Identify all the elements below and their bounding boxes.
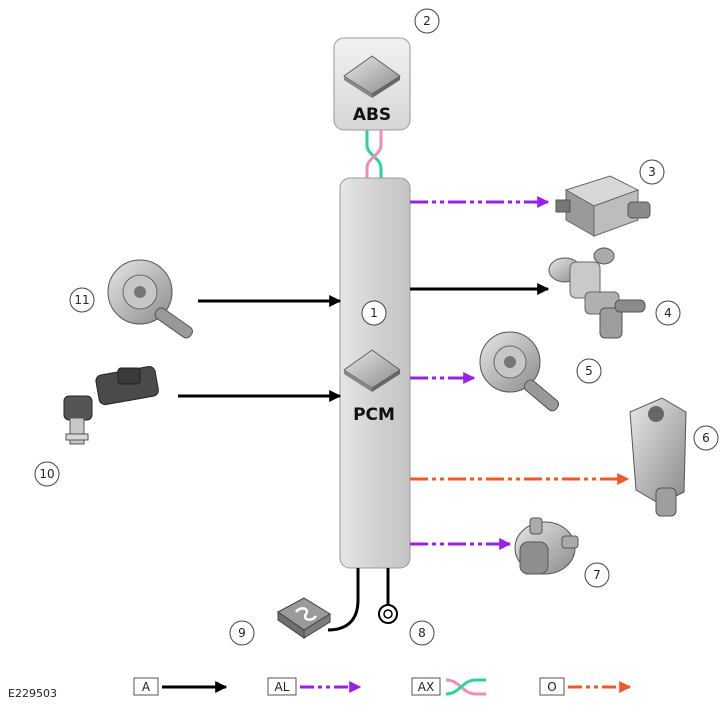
vacuum-pump-icon <box>107 259 193 339</box>
callout-8: 8 <box>409 620 435 646</box>
pcm-label: PCM <box>353 405 395 425</box>
callout-number: 10 <box>39 467 54 481</box>
callout-3: 3 <box>639 159 665 185</box>
vacuum-pump-icon <box>479 331 560 412</box>
callout-number: 11 <box>74 293 89 307</box>
legend-item-a: A <box>133 677 228 696</box>
chip-icon <box>343 55 401 98</box>
legend-item-o: O <box>539 677 632 696</box>
callout-5: 5 <box>576 358 602 384</box>
electric-water-pump-icon <box>514 517 579 575</box>
abs-module: ABS <box>333 37 411 131</box>
abs-label: ABS <box>353 105 391 125</box>
callout-number: 2 <box>423 14 431 28</box>
reference-code: E229503 <box>8 687 57 700</box>
callout-number: 6 <box>702 431 710 445</box>
control-module-icon <box>555 175 651 237</box>
callout-7: 7 <box>584 562 610 588</box>
callout-6: 6 <box>693 425 719 451</box>
legend-code: AL <box>275 680 290 694</box>
callout-number: 3 <box>648 165 656 179</box>
twisted-pair-link <box>365 130 383 180</box>
legend-code: O <box>547 680 556 694</box>
pcm-module: PCM <box>339 177 411 569</box>
callout-11: 11 <box>69 287 95 313</box>
callout-number: 8 <box>418 626 426 640</box>
sensor-icon <box>63 366 159 445</box>
callout-1: 1 <box>361 300 387 326</box>
legend: A AL AX O <box>133 677 632 696</box>
signal-lines <box>178 196 630 632</box>
callout-10: 10 <box>34 461 60 487</box>
chip-icon <box>343 349 401 392</box>
fuse-icon <box>277 597 331 639</box>
callout-number: 7 <box>593 568 601 582</box>
thermostat-housing-icon <box>629 397 687 517</box>
callout-2: 2 <box>414 8 440 34</box>
legend-item-ax: AX <box>411 677 486 696</box>
legend-code: A <box>142 680 151 694</box>
callout-9: 9 <box>229 620 255 646</box>
ground-icon <box>378 604 398 624</box>
legend-code: AX <box>418 680 434 694</box>
legend-item-al: AL <box>267 677 362 696</box>
callout-number: 5 <box>585 364 593 378</box>
fuse-wire <box>327 568 360 632</box>
callout-number: 1 <box>370 306 378 320</box>
callout-number: 4 <box>664 306 672 320</box>
callout-4: 4 <box>655 300 681 326</box>
coolant-valve-icon <box>548 247 646 339</box>
callout-number: 9 <box>238 626 246 640</box>
